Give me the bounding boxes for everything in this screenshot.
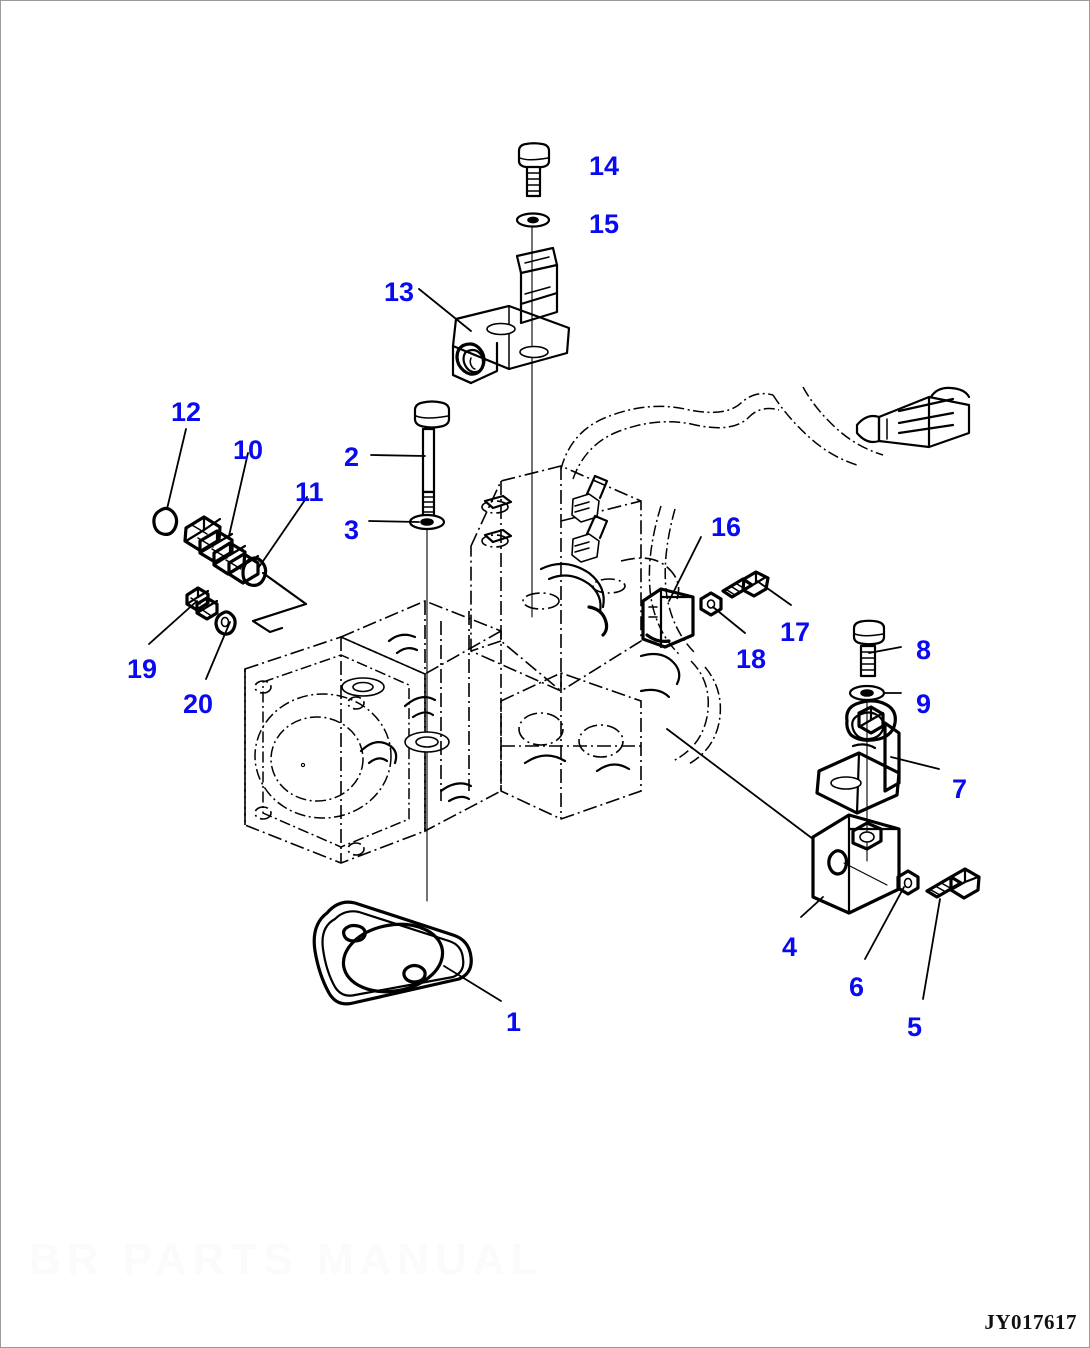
part-14-bolt <box>517 142 551 198</box>
drawing-code: JY017617 <box>984 1310 1077 1334</box>
callout-20: 20 <box>183 689 214 719</box>
leader-6 <box>864 886 905 960</box>
part-15-washer <box>515 212 551 228</box>
part-3-washer <box>408 513 446 531</box>
pump-top-studs <box>571 474 609 563</box>
part-8-bolt <box>852 619 886 678</box>
leader-12 <box>166 428 187 510</box>
leader-18 <box>712 606 746 634</box>
part-11-o-ring <box>241 556 268 587</box>
part-16-sensor-clamp-block <box>641 587 695 649</box>
leader-20 <box>205 621 231 680</box>
part-4-solenoid-box <box>811 813 901 915</box>
part-6-washer <box>896 869 920 896</box>
part-17-bolt <box>721 570 770 599</box>
callout-19: 19 <box>127 654 158 684</box>
callout-12: 12 <box>171 397 202 427</box>
sheet-watermark: BR PARTS MANUAL <box>29 1235 544 1284</box>
part-10-union-fitting <box>183 515 260 585</box>
part-2-long-bolt <box>413 400 451 521</box>
callout-3: 3 <box>344 515 360 545</box>
leader-16 <box>668 536 702 602</box>
part-19-plug-fitting <box>185 586 219 621</box>
callout-6: 6 <box>849 972 865 1002</box>
leader-17 <box>756 580 792 606</box>
part-9-washer <box>848 684 886 702</box>
leader-pump-to-4 <box>666 728 814 840</box>
part-18-washer <box>699 591 723 617</box>
part-5-bolt <box>925 867 981 900</box>
callout-16: 16 <box>711 512 742 542</box>
leader-4 <box>800 896 824 918</box>
callout-8: 8 <box>916 635 932 665</box>
leader-10 <box>228 452 249 537</box>
leader-7 <box>890 756 940 770</box>
part-12-o-ring <box>152 506 179 536</box>
leader-19 <box>148 600 198 645</box>
wire-harness-reference <box>560 386 971 766</box>
callout-14: 14 <box>589 151 620 181</box>
callout-9: 9 <box>916 689 932 719</box>
part-1-gasket <box>312 900 473 1006</box>
leader-1 <box>443 965 502 1002</box>
callout-7: 7 <box>952 774 968 804</box>
callout-11: 11 <box>295 477 324 507</box>
part-20-seal-washer <box>214 610 237 636</box>
callout-13: 13 <box>384 277 415 307</box>
pump-body-reference <box>244 465 681 864</box>
callout-1: 1 <box>506 1007 522 1037</box>
leader-11 <box>258 496 308 568</box>
callout-18: 18 <box>736 644 767 674</box>
part-13-mounting-bracket <box>451 246 571 385</box>
leader-2 <box>370 454 426 457</box>
part-7-clamp-bracket <box>815 699 901 815</box>
leader-13 <box>418 288 472 332</box>
fitting-hose-line <box>251 571 308 634</box>
callout-17: 17 <box>780 617 811 647</box>
leader-8 <box>868 646 902 654</box>
leader-3 <box>368 520 420 523</box>
callout-2: 2 <box>344 442 360 472</box>
leader-5 <box>922 898 941 1000</box>
callout-5: 5 <box>907 1012 923 1042</box>
callout-15: 15 <box>589 209 620 239</box>
callout-10: 10 <box>233 435 264 465</box>
callout-4: 4 <box>782 932 798 962</box>
